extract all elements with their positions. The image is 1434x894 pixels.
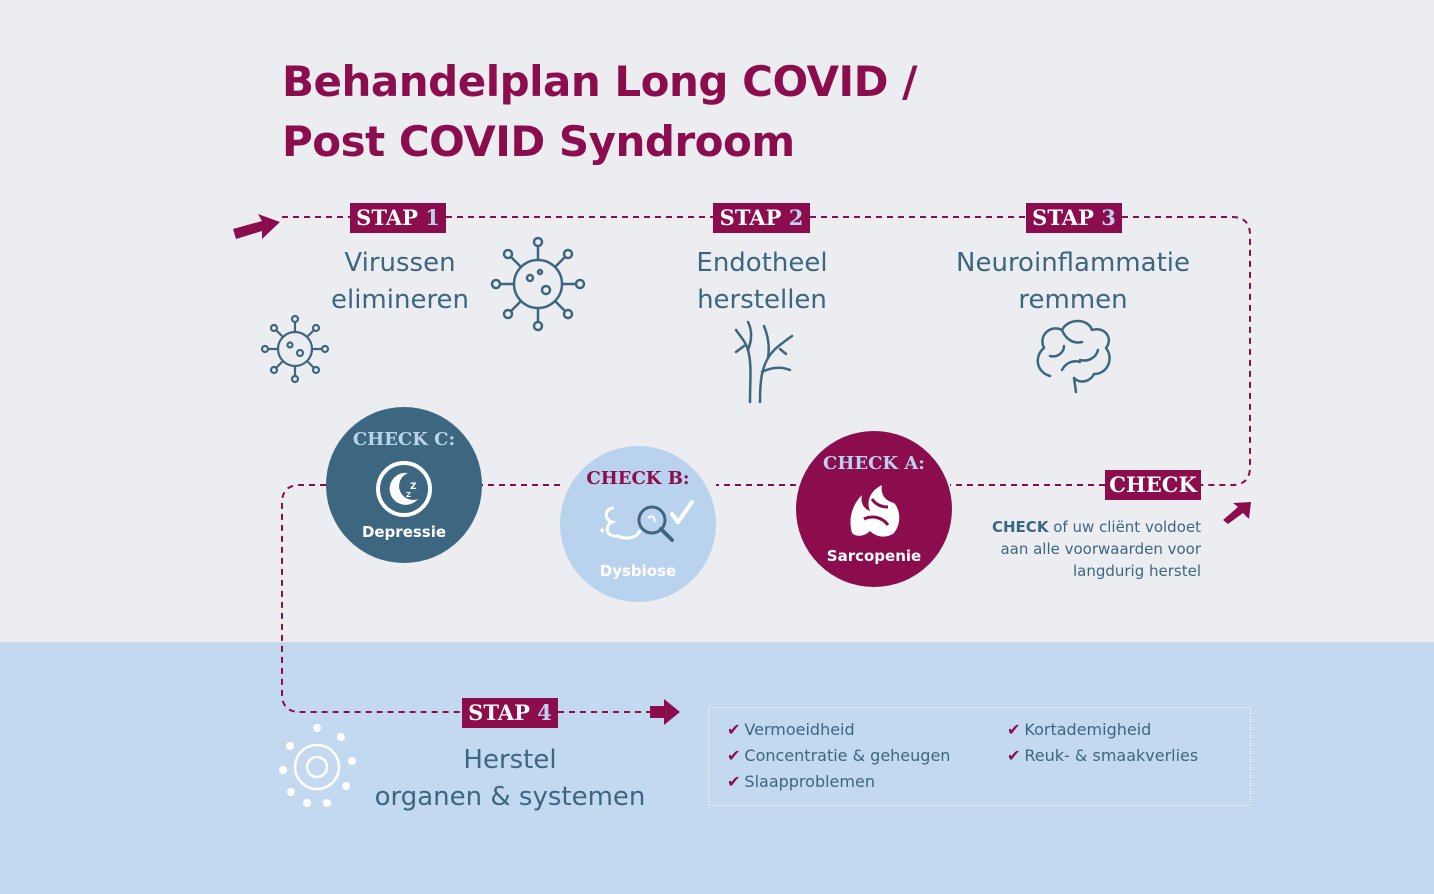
check-mark-icon: ✔ [1007, 746, 1021, 765]
symptom-label: Slaapproblemen [744, 772, 875, 791]
stap-2-label: STAP [719, 205, 782, 230]
step-3-line-2: remmen [1018, 285, 1128, 315]
virus-large-icon [490, 236, 586, 332]
step-4-line-2: organen & systemen [374, 782, 646, 812]
stap-2-badge: STAP 2 [713, 203, 810, 233]
symptom-label: Concentratie & geheugen [744, 746, 951, 765]
check-badge: CHECK [1105, 470, 1201, 500]
check-c-circle: CHECK C: Z Z Depressie [326, 407, 482, 563]
step-2-text: Endotheel herstellen [662, 245, 862, 319]
entry-arrow-icon [233, 214, 280, 239]
stap-3-number: 3 [1101, 205, 1116, 230]
symptom-label: Reuk- & smaakverlies [1024, 746, 1199, 765]
symptom-label: Kortademigheid [1024, 720, 1152, 739]
step-2-line-2: herstellen [697, 285, 827, 315]
page-title: Behandelplan Long COVID / Post COVID Syn… [282, 52, 917, 172]
svg-text:Z: Z [406, 491, 411, 499]
step-4-line-1: Herstel [463, 745, 557, 775]
muscle-icon [850, 485, 900, 537]
check-mark-icon: ✔ [1007, 720, 1021, 739]
step-3-text: Neuroinflammatie remmen [934, 245, 1212, 319]
check-c-title: CHECK C: [352, 429, 456, 450]
stap-3-badge: STAP 3 [1026, 203, 1122, 233]
organ-system-icon [279, 724, 356, 807]
check-mark-icon: ✔ [727, 746, 741, 765]
brain-icon [1036, 319, 1111, 394]
check-note-bold: CHECK [992, 518, 1049, 536]
blood-vessel-icon [734, 320, 794, 404]
symptom-item: ✔Slaapproblemen [727, 771, 875, 793]
moon-sleep-icon: Z Z [376, 461, 432, 517]
check-arrow-icon [1223, 502, 1251, 524]
check-mark-icon: ✔ [727, 772, 741, 791]
symptom-item: ✔Vermoeidheid [727, 719, 855, 741]
stap-4-badge: STAP 4 [462, 698, 558, 728]
title-line-2: Post COVID Syndroom [282, 117, 795, 166]
check-note-line-1: of uw cliënt voldoet [1048, 518, 1201, 536]
symptom-item: ✔Kortademigheid [1007, 719, 1151, 741]
symptom-label: Vermoeidheid [744, 720, 855, 739]
check-b-title: CHECK B: [586, 468, 690, 489]
stap-1-label: STAP [356, 205, 418, 230]
step-2-line-1: Endotheel [696, 248, 828, 278]
step4-arrow-icon [650, 699, 680, 725]
check-note-line-3: langdurig herstel [1072, 562, 1201, 580]
step-1-line-1: Virussen [344, 248, 456, 278]
check-a-circle: CHECK A: Sarcopenie [796, 431, 952, 587]
stap-4-label: STAP [468, 700, 530, 725]
gut-magnifier-icon: ✦ [598, 500, 694, 542]
symptom-item: ✔Concentratie & geheugen [727, 745, 950, 767]
check-mark-icon: ✔ [727, 720, 741, 739]
svg-text:Z: Z [410, 482, 417, 492]
check-c-label: Depressie [361, 523, 447, 541]
step-3-line-1: Neuroinflammatie [956, 248, 1190, 278]
symptom-item: ✔Reuk- & smaakverlies [1007, 745, 1198, 767]
step-1-text: Virussen elimineren [300, 245, 500, 319]
check-note-line-2: aan alle voorwaarden voor [1000, 540, 1201, 558]
svg-text:✦: ✦ [598, 526, 606, 537]
stap-3-label: STAP [1032, 205, 1094, 230]
symptoms-box: ✔Vermoeidheid ✔Concentratie & geheugen ✔… [708, 707, 1251, 806]
check-note: CHECK of uw cliënt voldoet aan alle voor… [960, 516, 1201, 582]
check-a-label: Sarcopenie [826, 547, 922, 565]
check-b-circle: CHECK B: ✦ Dysbiose [560, 446, 716, 602]
stap-2-number: 2 [788, 205, 804, 230]
check-b-label: Dysbiose [599, 562, 677, 580]
check-a-title: CHECK A: [823, 453, 925, 474]
title-line-1: Behandelplan Long COVID / [282, 57, 917, 106]
step-1-line-2: elimineren [330, 285, 470, 315]
stap-1-badge: STAP 1 [350, 203, 446, 233]
virus-small-icon [260, 314, 330, 384]
stap-4-number: 4 [537, 700, 552, 725]
stap-1-number: 1 [425, 205, 440, 230]
step-4-text: Herstel organen & systemen [350, 742, 670, 816]
bottom-background-band [0, 642, 1434, 894]
